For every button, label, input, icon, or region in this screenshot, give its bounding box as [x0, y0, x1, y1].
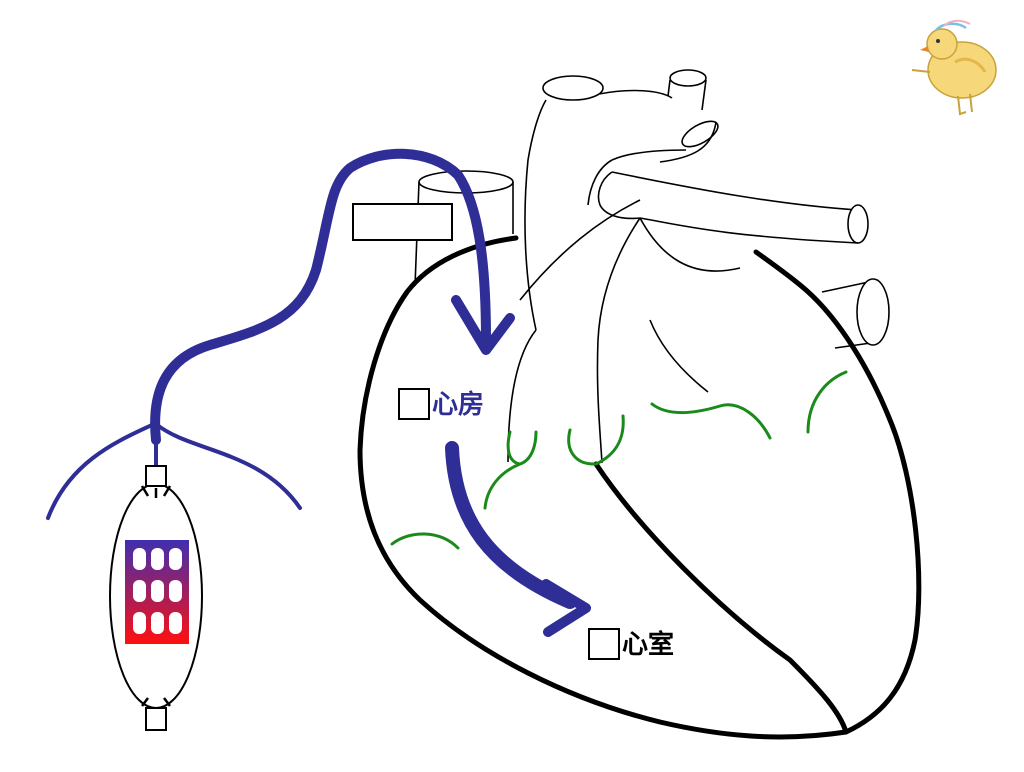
chick-icon: [911, 19, 997, 116]
aorta: [524, 69, 719, 331]
great-vessels: [414, 69, 890, 464]
pulmonary-artery: [519, 171, 869, 464]
atrium-label: 心房: [432, 390, 485, 420]
ventricle-arrowhead: [541, 579, 591, 637]
lead-branch-left: [46, 422, 156, 520]
pacemaker-lead: [150, 148, 491, 445]
heart-outline: [357, 235, 922, 740]
atrium-arrowhead: [451, 295, 515, 355]
interventricular-groove: [593, 461, 849, 735]
ventricle-label: 心室: [622, 630, 675, 660]
septum-line: [649, 319, 709, 393]
pulmonary-veins: [821, 278, 890, 349]
blank-box-atrium[interactable]: [398, 388, 430, 420]
av-arrow: [445, 441, 577, 609]
pacemaker-battery-icon: [109, 465, 203, 731]
coronary-vessels: [390, 370, 848, 550]
lead-branch-right: [154, 422, 302, 510]
blank-box-sa-node[interactable]: [352, 203, 453, 241]
battery-cells: [133, 548, 182, 634]
atrial-septum-line: [507, 329, 537, 463]
blank-box-ventricle[interactable]: [588, 628, 620, 660]
conduction-pathway: [46, 148, 591, 637]
